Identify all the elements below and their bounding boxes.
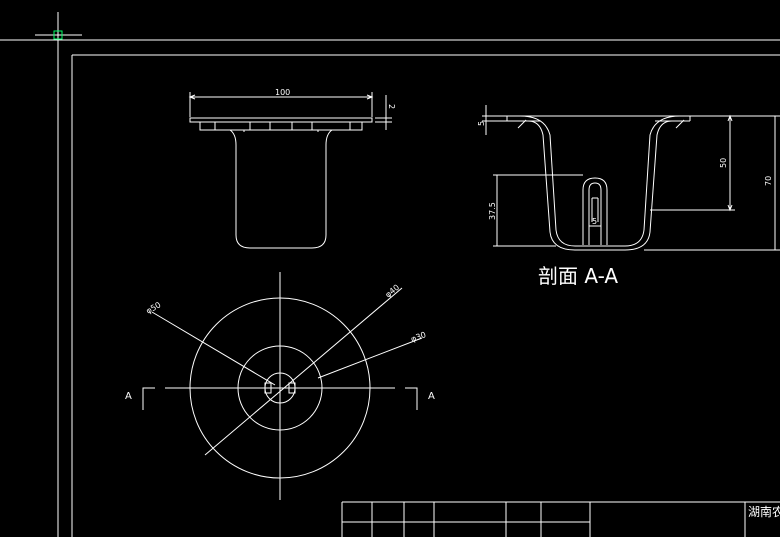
section-dim-total: 70 (764, 176, 773, 186)
section-marker-left: A (125, 391, 132, 402)
section-dim-slot: 5 (592, 217, 597, 226)
section-dim-inner: 37.5 (488, 202, 497, 220)
section-dim-top: 5 (477, 121, 486, 126)
section-title: 剖面 A-A (538, 264, 618, 288)
title-block-company: 湖南农 (748, 504, 780, 519)
front-flange-label: 2 (387, 104, 396, 109)
crosshair-cursor[interactable] (35, 12, 82, 60)
top-dia-mid: φ40 (384, 283, 402, 300)
top-view (142, 272, 423, 500)
front-view (188, 92, 392, 249)
cursor-pickbox (53, 30, 63, 40)
title-block (341, 501, 780, 537)
section-marker-right: A (428, 391, 435, 402)
section-dim-mid: 50 (719, 158, 728, 168)
section-view (482, 105, 780, 251)
top-dia-inner: φ30 (410, 330, 428, 344)
front-width-label: 100 (275, 88, 290, 97)
